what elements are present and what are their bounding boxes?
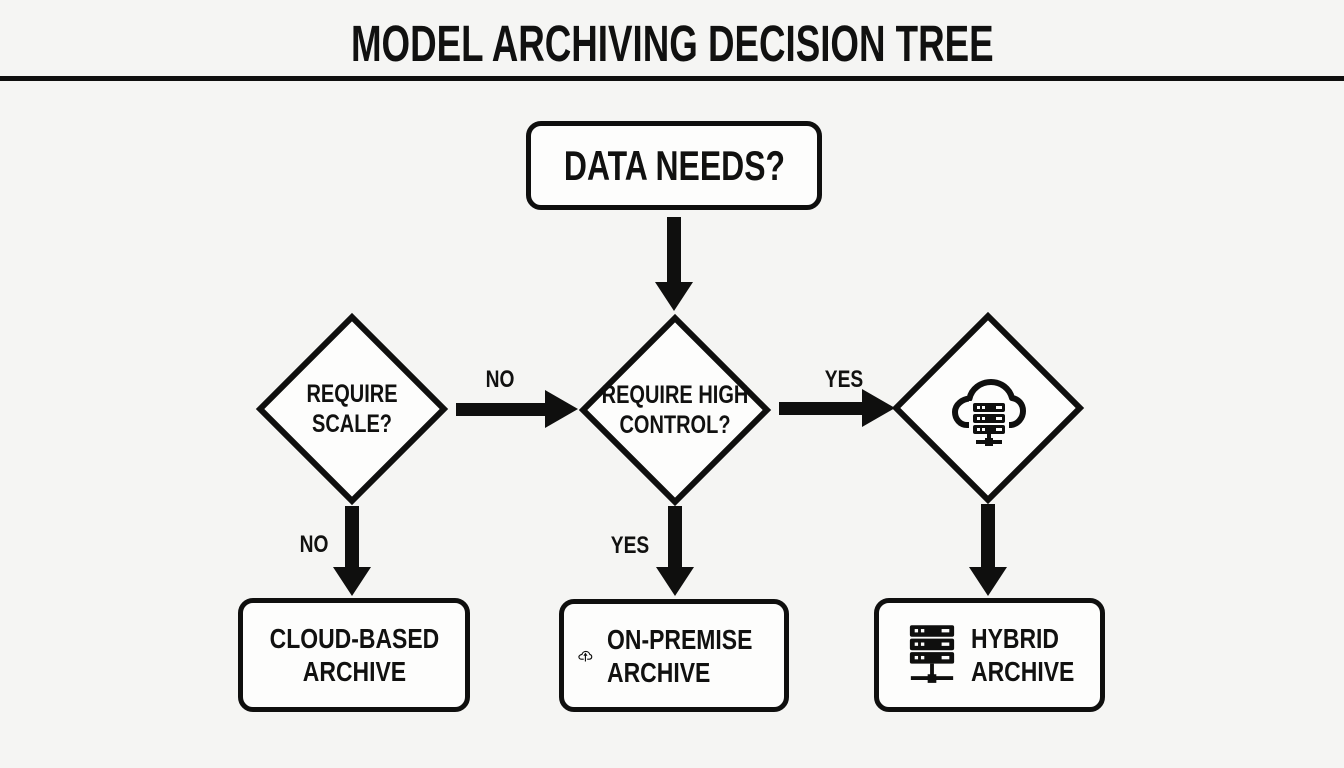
page-title-text: MODEL ARCHIVING DECISION TREE (350, 15, 994, 72)
edge-label-no-horizontal: NO (485, 366, 515, 393)
arrow-scale-to-control-head (545, 390, 578, 428)
arrow-start-to-control-shaft (667, 217, 681, 283)
start-node-label: DATA NEEDS? (563, 141, 785, 189)
arrow-control-to-onprem-shaft (668, 506, 682, 568)
arrow-scale-to-cloud-head (333, 567, 371, 596)
arrow-start-to-control-head (655, 282, 693, 311)
edge-label-no-vertical: NO (299, 531, 329, 558)
outcome-node-hybrid-archive: HYBRID ARCHIVE (874, 598, 1105, 712)
outcome-onprem-label: ON-PREMISE ARCHIVE (606, 623, 753, 688)
decision-require-scale-label: REQUIRE SCALE? (306, 380, 398, 438)
cloud-upload-icon (578, 650, 593, 662)
edge-label-yes-horizontal: YES (824, 366, 864, 393)
arrow-control-to-cloudserver-shaft (779, 402, 863, 415)
decision-require-high-control-label: REQUIRE HIGH CONTROL? (601, 381, 749, 439)
edge-label-yes-vertical: YES (610, 532, 650, 559)
server-rack-icon (909, 625, 955, 683)
arrow-control-to-cloudserver-head (862, 389, 895, 427)
arrow-control-to-onprem-head (656, 567, 694, 596)
outcome-hybrid-label: HYBRID ARCHIVE (971, 623, 1075, 687)
arrow-scale-to-cloud-shaft (345, 506, 359, 568)
title-divider (0, 76, 1344, 81)
outcome-node-on-premise-archive: ON-PREMISE ARCHIVE (559, 599, 789, 712)
arrow-cloudserver-to-hybrid-shaft (981, 504, 995, 568)
page-title: MODEL ARCHIVING DECISION TREE (0, 17, 1344, 71)
cloud-server-icon (952, 379, 1026, 446)
arrow-cloudserver-to-hybrid-head (969, 567, 1007, 596)
start-node-data-needs: DATA NEEDS? (526, 121, 822, 210)
outcome-cloud-label: CLOUD-BASED ARCHIVE (269, 623, 439, 687)
outcome-node-cloud-based-archive: CLOUD-BASED ARCHIVE (238, 598, 470, 712)
arrow-scale-to-control-shaft (456, 403, 546, 416)
